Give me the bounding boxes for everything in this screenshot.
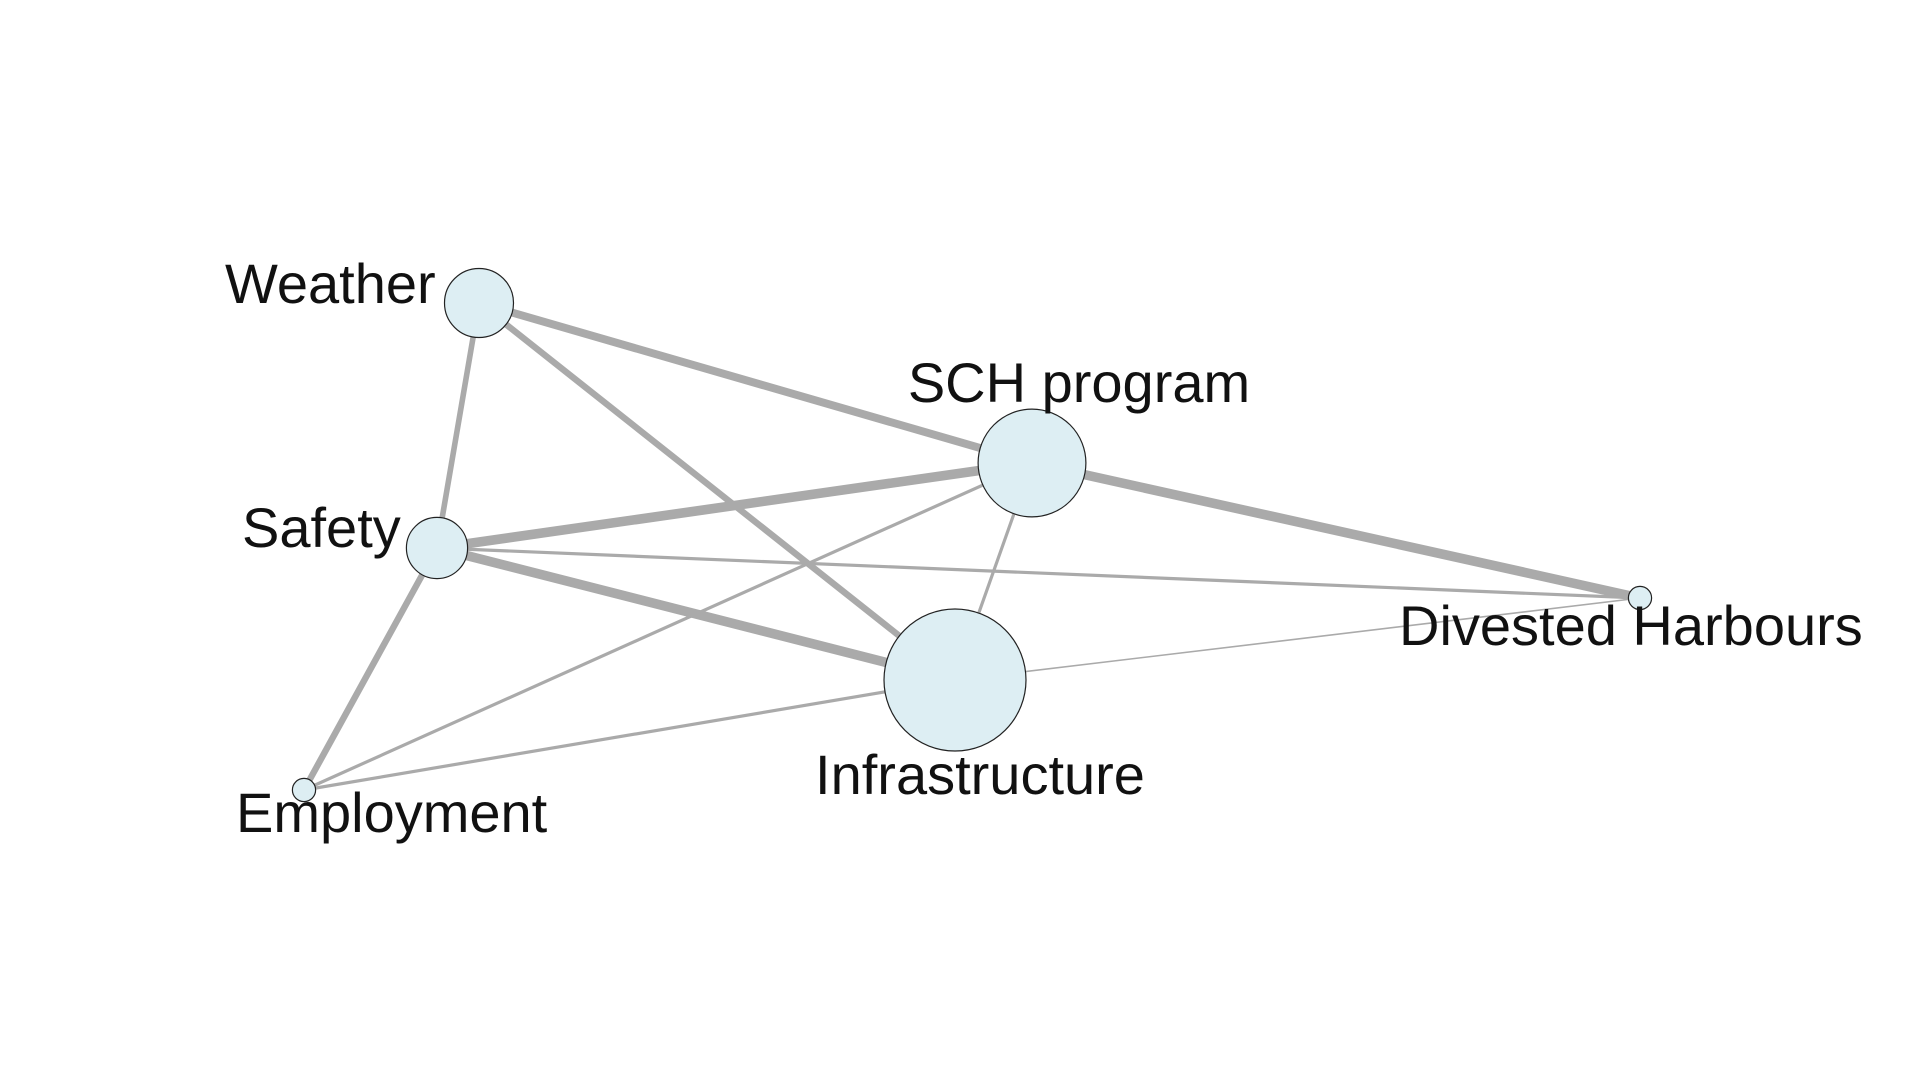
edge-safety-employment bbox=[300, 544, 441, 794]
node-label-divested-harbours: Divested Harbours bbox=[1399, 594, 1863, 657]
edge-safety-divested bbox=[435, 546, 1642, 600]
edges-layer bbox=[300, 299, 1645, 794]
node-label-employment: Employment bbox=[236, 781, 548, 844]
node-employment bbox=[291, 777, 317, 803]
nodes-layer bbox=[291, 267, 1653, 803]
node-label-weather: Weather bbox=[225, 252, 436, 315]
node-label-sch-program: SCH program bbox=[908, 351, 1250, 414]
node-sch bbox=[977, 408, 1087, 518]
node-infrastructure bbox=[883, 608, 1027, 752]
edge-weather-safety bbox=[434, 300, 482, 551]
node-weather bbox=[443, 267, 515, 339]
edge-sch-divested bbox=[1027, 458, 1645, 603]
edge-sch-employment bbox=[302, 461, 1034, 792]
edge-weather-infrastructure bbox=[475, 299, 959, 684]
edge-infrastructure-divested bbox=[954, 597, 1641, 681]
node-divested bbox=[1627, 585, 1653, 611]
edge-safety-sch bbox=[432, 458, 1037, 553]
edge-weather-sch bbox=[475, 299, 1036, 467]
node-label-safety: Safety bbox=[242, 496, 401, 559]
edge-infrastructure-employment bbox=[302, 678, 957, 792]
node-label-infrastructure: Infrastructure bbox=[815, 743, 1145, 806]
node-safety bbox=[405, 516, 469, 580]
labels-layer: Weather Safety SCH program Infrastructur… bbox=[225, 252, 1863, 844]
